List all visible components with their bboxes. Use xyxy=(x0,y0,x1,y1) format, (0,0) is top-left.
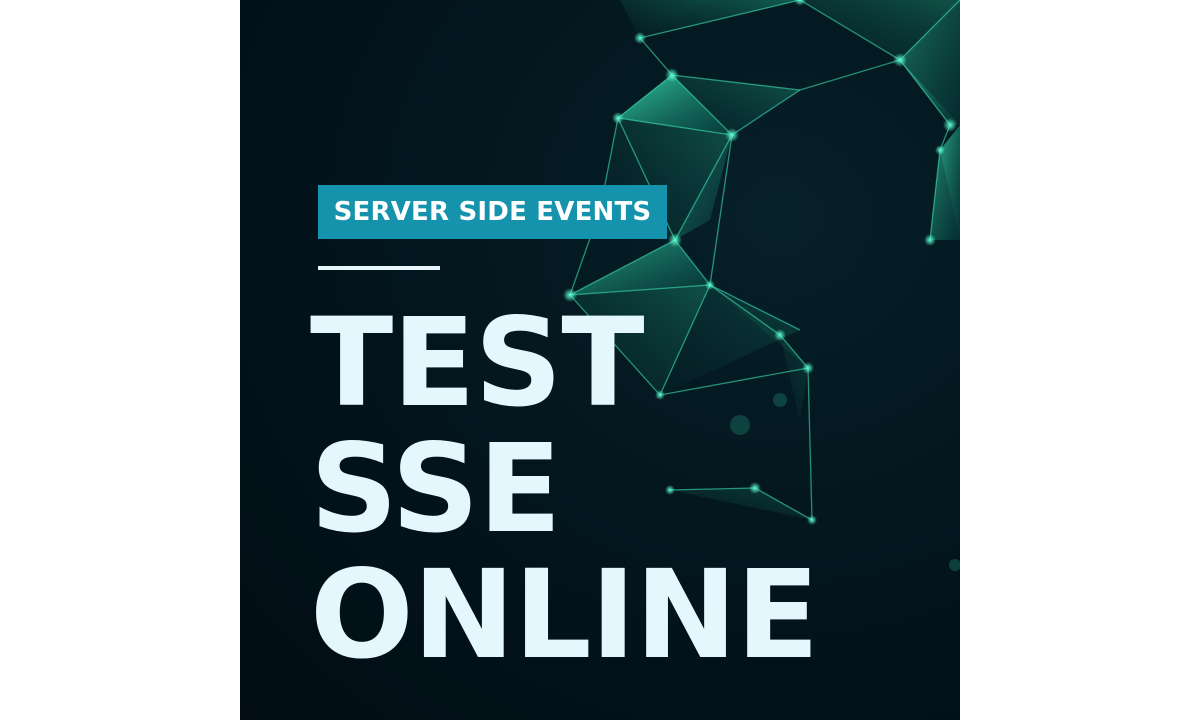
divider-line xyxy=(318,266,440,270)
category-tag: SERVER SIDE EVENTS xyxy=(318,185,667,239)
headline: TEST SSE ONLINE xyxy=(310,292,819,686)
promo-banner: SERVER SIDE EVENTS TEST SSE ONLINE xyxy=(240,0,960,720)
headline-line-2: SSE xyxy=(310,418,562,560)
headline-line-3: ONLINE xyxy=(310,544,819,686)
polygon-network-icon xyxy=(563,0,960,571)
headline-line-1: TEST xyxy=(310,292,645,434)
